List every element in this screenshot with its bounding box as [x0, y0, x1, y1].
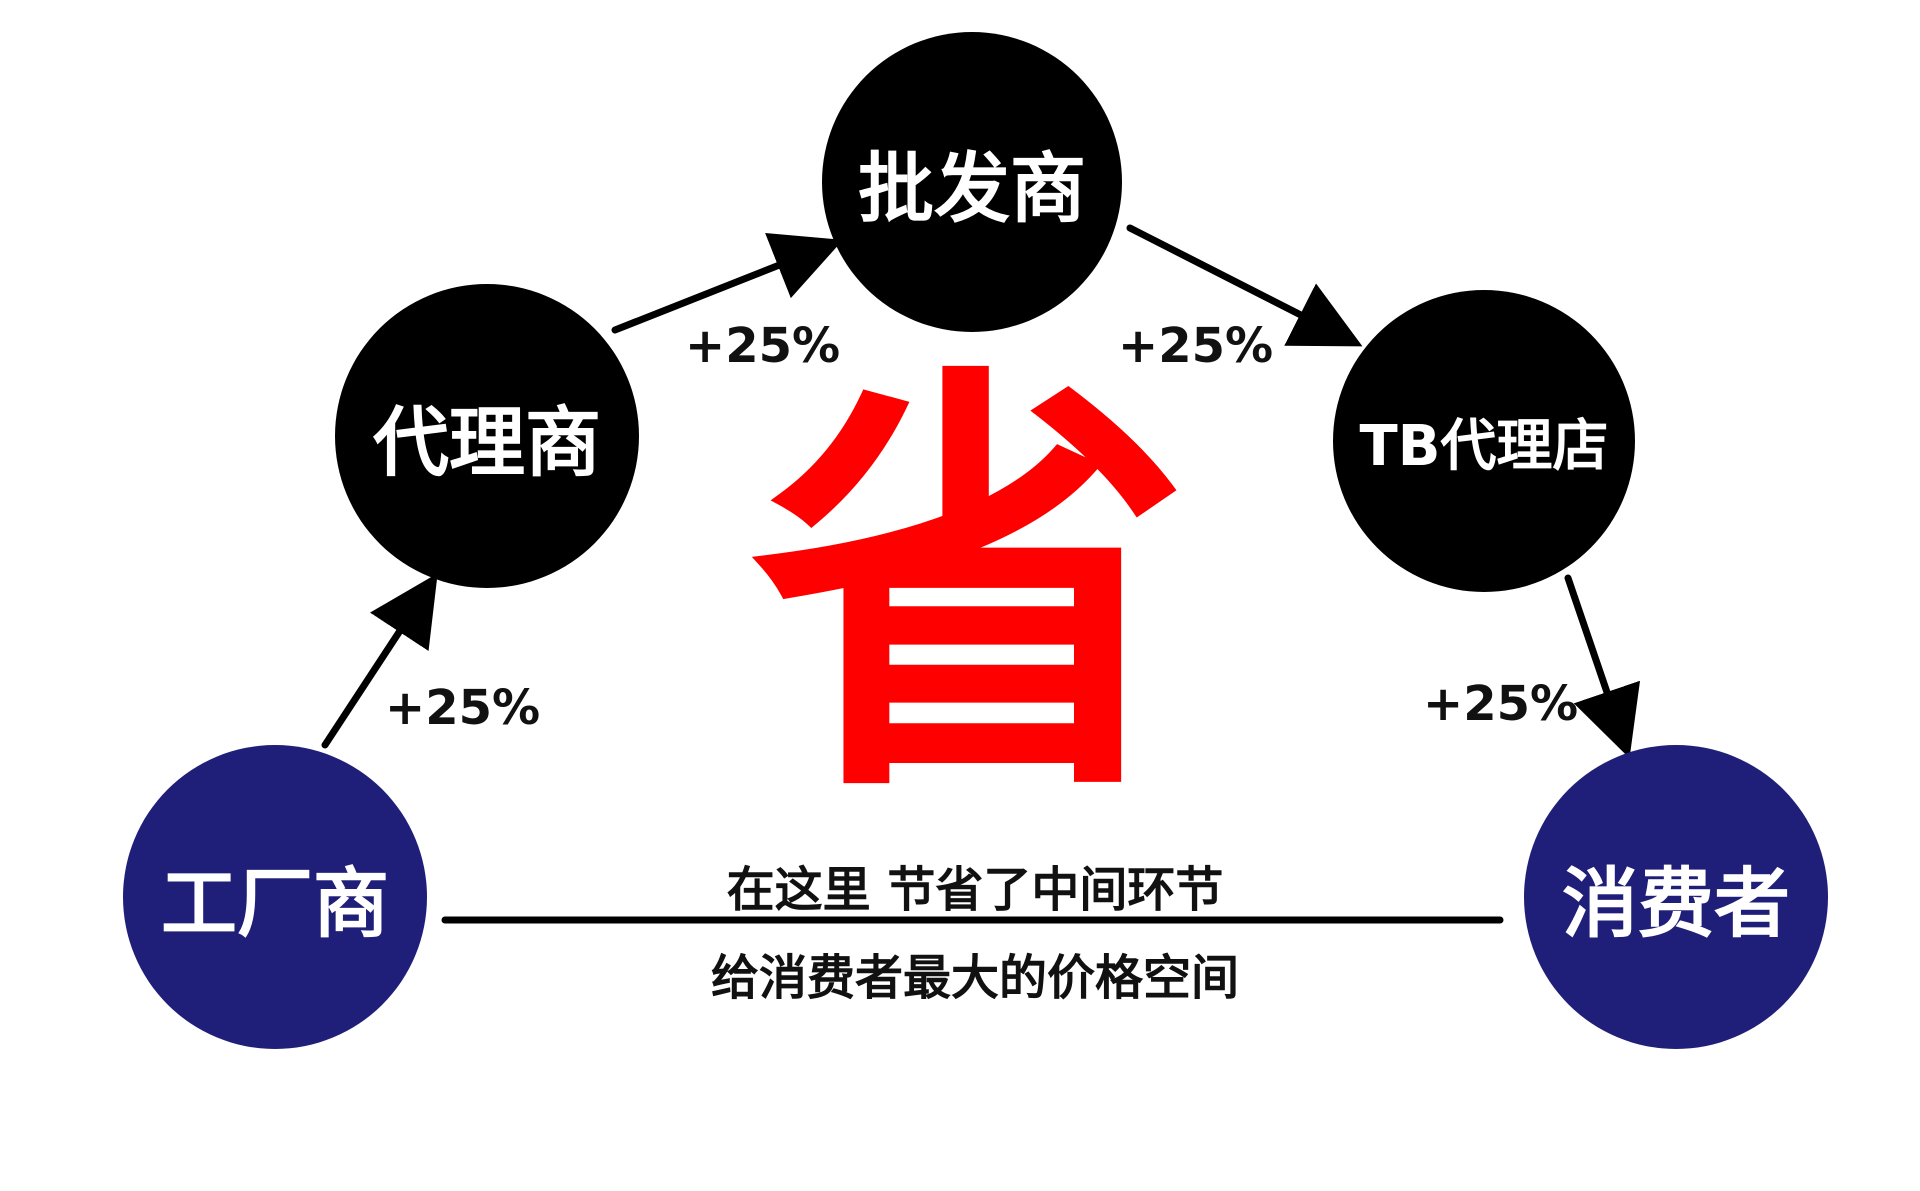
wholesaler-label: 批发商 — [858, 144, 1086, 233]
tb-store-label: TB代理店 — [1359, 413, 1609, 479]
consumer-node: 消费者 — [1524, 745, 1828, 1049]
factory-node: 工厂商 — [123, 745, 427, 1049]
wholesaler-node: 批发商 — [822, 32, 1122, 332]
tb-store-node: TB代理店 — [1333, 290, 1635, 592]
arrow-tb-to-consumer — [1564, 574, 1641, 759]
arrow-wholesaler-to-tb — [1126, 224, 1363, 347]
factory-label: 工厂商 — [161, 859, 389, 948]
caption-bottom: 给消费者最大的价格空间 — [710, 950, 1239, 1006]
consumer-label: 消费者 — [1562, 859, 1790, 948]
markup-agent-to-wholesaler: +25% — [685, 318, 841, 374]
save-character: 省 — [750, 334, 1190, 846]
arrow-agent-to-wholesaler — [611, 233, 844, 334]
agent-label: 代理商 — [373, 398, 601, 487]
markup-factory-to-agent: +25% — [385, 680, 541, 736]
markup-tb-to-consumer: +25% — [1423, 676, 1579, 732]
markup-wholesaler-to-tb: +25% — [1118, 318, 1274, 374]
agent-node: 代理商 — [335, 284, 639, 588]
caption-top: 在这里 节省了中间环节 — [726, 862, 1224, 918]
arrow-factory-to-agent — [321, 573, 438, 749]
